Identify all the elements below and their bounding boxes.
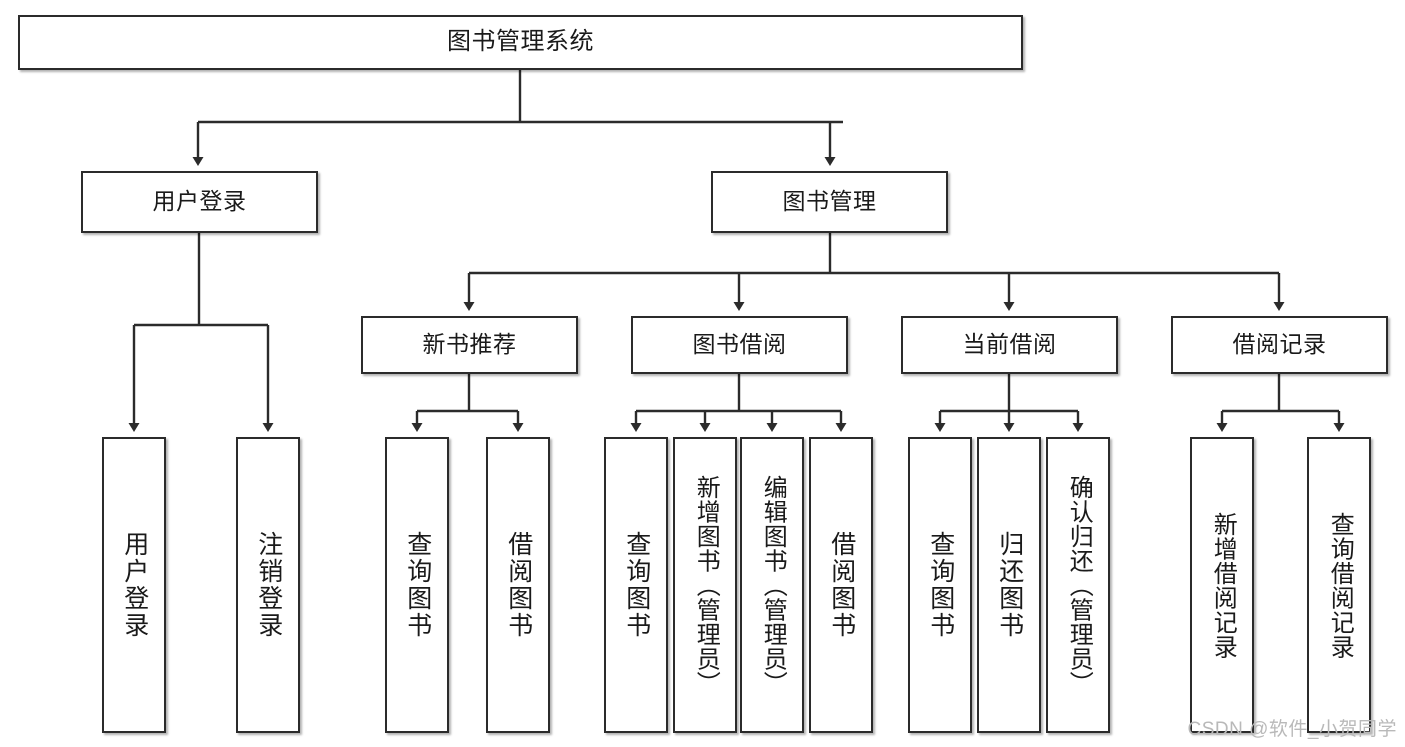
node-leaf-return-book[interactable]: 归还图书 bbox=[977, 437, 1041, 733]
node-leaf-borrow-book[interactable]: 借阅图书 bbox=[809, 437, 873, 733]
node-leaf-logout[interactable]: 注销登录 bbox=[236, 437, 300, 733]
node-label: 归还图书 bbox=[995, 531, 1024, 639]
node-borrow-records[interactable]: 借阅记录 bbox=[1171, 316, 1388, 374]
node-root-system[interactable]: 图书管理系统 bbox=[18, 15, 1023, 70]
node-label: 用户登录 bbox=[120, 531, 149, 639]
node-label: 借阅图书 bbox=[504, 531, 533, 639]
node-label: 图书管理 bbox=[782, 188, 877, 215]
node-label: 新增图书（管理员） bbox=[692, 474, 720, 696]
node-leaf-borrow-book-new[interactable]: 借阅图书 bbox=[486, 437, 550, 733]
node-label: 注销登录 bbox=[254, 531, 283, 639]
node-label: 当前借阅 bbox=[962, 331, 1057, 358]
node-label: 新书推荐 bbox=[422, 331, 517, 358]
node-leaf-edit-book-admin[interactable]: 编辑图书（管理员） bbox=[740, 437, 804, 733]
node-label: 图书借阅 bbox=[692, 331, 787, 358]
node-label: 借阅图书 bbox=[827, 531, 856, 639]
node-leaf-confirm-return-admin[interactable]: 确认归还（管理员） bbox=[1046, 437, 1110, 733]
node-leaf-query-book-borrow[interactable]: 查询图书 bbox=[604, 437, 668, 733]
node-leaf-query-book-current[interactable]: 查询图书 bbox=[908, 437, 972, 733]
node-label: 查询图书 bbox=[926, 531, 955, 639]
csdn-watermark: CSDN @软件_小贺同学 bbox=[1187, 719, 1397, 740]
node-current-borrow[interactable]: 当前借阅 bbox=[901, 316, 1118, 374]
node-leaf-add-borrow-record[interactable]: 新增借阅记录 bbox=[1190, 437, 1254, 733]
node-label: 查询图书 bbox=[403, 531, 432, 639]
node-label: 查询借阅记录 bbox=[1326, 511, 1354, 659]
node-book-borrow[interactable]: 图书借阅 bbox=[631, 316, 848, 374]
node-leaf-query-book-new[interactable]: 查询图书 bbox=[385, 437, 449, 733]
node-label: 编辑图书（管理员） bbox=[759, 474, 787, 696]
node-leaf-query-borrow-record[interactable]: 查询借阅记录 bbox=[1307, 437, 1371, 733]
node-leaf-add-book-admin[interactable]: 新增图书（管理员） bbox=[673, 437, 737, 733]
node-label: 用户登录 bbox=[152, 188, 247, 215]
node-label: 借阅记录 bbox=[1232, 331, 1327, 358]
node-label: 查询图书 bbox=[622, 531, 651, 639]
node-user-login[interactable]: 用户登录 bbox=[81, 171, 318, 233]
node-label: 图书管理系统 bbox=[447, 28, 594, 56]
node-label: 新增借阅记录 bbox=[1209, 511, 1237, 659]
node-label: 确认归还（管理员） bbox=[1065, 474, 1093, 696]
node-leaf-user-login[interactable]: 用户登录 bbox=[102, 437, 166, 733]
node-book-management[interactable]: 图书管理 bbox=[711, 171, 948, 233]
node-new-book-recommend[interactable]: 新书推荐 bbox=[361, 316, 578, 374]
